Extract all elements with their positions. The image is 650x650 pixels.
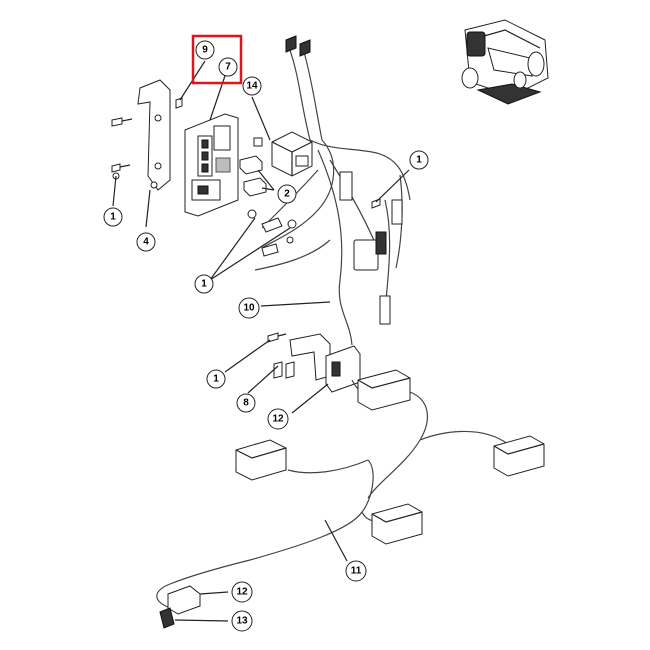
svg-text:2: 2: [284, 189, 290, 200]
transformer-part: [271, 131, 313, 177]
callout-10[interactable]: 10: [238, 297, 260, 319]
harness-plugs: [159, 369, 545, 629]
svg-text:10: 10: [243, 303, 255, 314]
svg-text:12: 12: [236, 587, 248, 598]
connector-bracket: [267, 332, 361, 393]
svg-text:1: 1: [110, 212, 116, 223]
svg-text:11: 11: [351, 566, 362, 577]
callout-1[interactable]: 1: [206, 369, 226, 389]
callout-14[interactable]: 14: [242, 76, 262, 96]
highlight-box: [191, 34, 243, 85]
callouts: 9 7 14 1 1 2 4 1 10 1 8 12 11 12 13: [103, 40, 429, 632]
svg-text:1: 1: [416, 155, 422, 166]
machine-thumbnail: [461, 19, 549, 105]
screw-parts: [111, 97, 183, 189]
callout-8[interactable]: 8: [236, 393, 256, 413]
mounting-bracket: [137, 79, 171, 191]
callout-1[interactable]: 1: [103, 207, 123, 227]
svg-text:13: 13: [236, 616, 248, 627]
callout-1[interactable]: 1: [194, 274, 214, 294]
lower-harness: [156, 379, 509, 609]
leader-lines: [112, 60, 410, 622]
callout-9[interactable]: 9: [195, 40, 215, 60]
svg-text:9: 9: [202, 45, 208, 56]
svg-text:4: 4: [143, 237, 149, 248]
svg-text:14: 14: [246, 81, 258, 92]
wiring-harness: [254, 49, 411, 346]
svg-text:1: 1: [201, 279, 207, 290]
callout-13[interactable]: 13: [231, 610, 253, 632]
svg-text:8: 8: [243, 398, 249, 409]
callout-7[interactable]: 7: [218, 57, 238, 77]
svg-text:7: 7: [225, 62, 231, 73]
harness-connectors: [247, 171, 403, 325]
callout-1[interactable]: 1: [409, 150, 429, 170]
svg-text:12: 12: [272, 414, 284, 425]
svg-text:1: 1: [213, 374, 219, 385]
control-board: [184, 113, 239, 217]
callout-11[interactable]: 11: [345, 560, 367, 582]
callout-4[interactable]: 4: [136, 232, 156, 252]
top-connectors: [285, 35, 311, 57]
relay-parts: [239, 137, 267, 197]
callout-12[interactable]: 12: [267, 408, 289, 430]
callout-2[interactable]: 2: [277, 184, 297, 204]
callout-12[interactable]: 12: [231, 581, 253, 603]
